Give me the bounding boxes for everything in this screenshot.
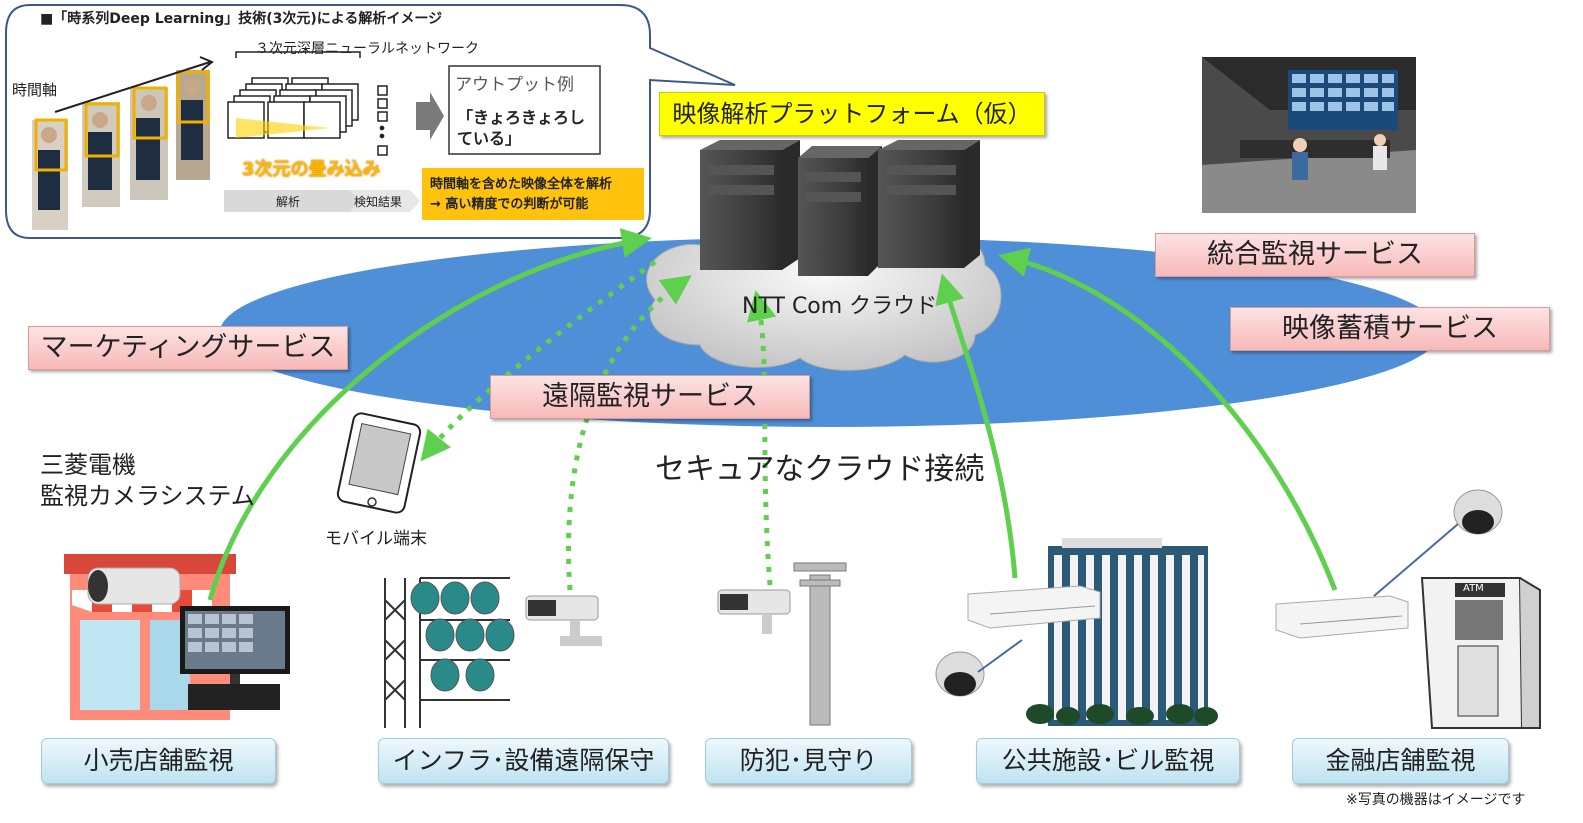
detection-bar — [350, 190, 420, 212]
integrated-service-label: 統合監視サービス — [1155, 233, 1475, 277]
dome-camera-icon — [935, 639, 1023, 697]
mitsubishi-line2: 監視カメラシステム — [40, 482, 255, 510]
secure-connection-label: セキュアなクラウド接続 — [655, 452, 985, 487]
network-label: ３次元深層ニューラルネットワーク — [255, 41, 479, 57]
platform-label: 映像解析プラットフォーム（仮） — [659, 92, 1045, 136]
dome-camera-icon — [1373, 489, 1503, 597]
server-icon — [878, 140, 980, 268]
atm-icon — [1420, 577, 1541, 729]
storage-service-label: 映像蓄積サービス — [1230, 307, 1550, 351]
output-text-1: 「きょろきょろし — [457, 108, 586, 127]
office-building-icon — [1026, 538, 1218, 726]
atm-label: ATM — [1463, 583, 1484, 594]
arrow-finance-to-cloud — [998, 247, 1338, 591]
utility-pole-icon — [793, 562, 847, 726]
mobile-label: モバイル端末 — [325, 529, 427, 549]
use-case-infra: インフラ･設備遠隔保守 — [378, 738, 669, 784]
network-recorder-icon — [967, 585, 1101, 629]
tablet-icon — [336, 412, 422, 514]
use-case-finance: 金融店舗監視 — [1292, 738, 1509, 784]
use-case-retail: 小売店舗監視 — [41, 738, 276, 784]
server-icon — [700, 140, 800, 270]
arrow-infra-to-cloud — [565, 275, 692, 591]
remote-service-label: 遠隔監視サービス — [490, 375, 810, 419]
output-text-2: ている」 — [457, 129, 522, 148]
mitsubishi-line1: 三菱電機 — [40, 451, 136, 479]
use-case-crime-prevention: 防犯･見守り — [705, 738, 912, 784]
arrow-public-to-cloud — [935, 273, 1018, 579]
server-icon — [798, 146, 882, 276]
cloud-label: NTT Com クラウド — [742, 294, 938, 319]
output-arrow-icon — [416, 92, 444, 140]
output-example-box — [448, 65, 601, 155]
control-room-photo-icon — [1202, 57, 1416, 213]
inset-note-2: → 高い精度での判断が可能 — [430, 197, 589, 212]
analysis-label: 解析 — [276, 195, 301, 209]
analysis-bar — [224, 190, 362, 212]
convolution-label: 3次元の畳み込み — [242, 159, 381, 180]
detection-label: 検知結果 — [354, 195, 403, 209]
inset-note-1: 時間軸を含めた映像全体を解析 — [430, 177, 613, 192]
network-recorder-icon — [1275, 595, 1409, 639]
pedestrian-photo-icon — [32, 70, 210, 230]
infrastructure-antenna-icon — [384, 577, 515, 728]
marketing-service-label: マーケティングサービス — [28, 326, 348, 370]
time-axis-arrow — [54, 61, 211, 113]
time-axis-label: 時間軸 — [12, 81, 58, 99]
security-camera-icon — [525, 595, 602, 646]
monitor-dvr-icon — [180, 606, 290, 710]
inset-heading: ■「時系列Deep Learning」技術(3次元)による解析イメージ — [40, 11, 443, 27]
use-case-public-facility: 公共施設･ビル監視 — [976, 738, 1240, 784]
arrow-retail-to-platform — [207, 228, 652, 601]
security-camera-icon — [717, 589, 791, 634]
output-title: アウトプット例 — [455, 75, 574, 95]
footnote: ※写真の機器はイメージです — [1346, 792, 1526, 808]
